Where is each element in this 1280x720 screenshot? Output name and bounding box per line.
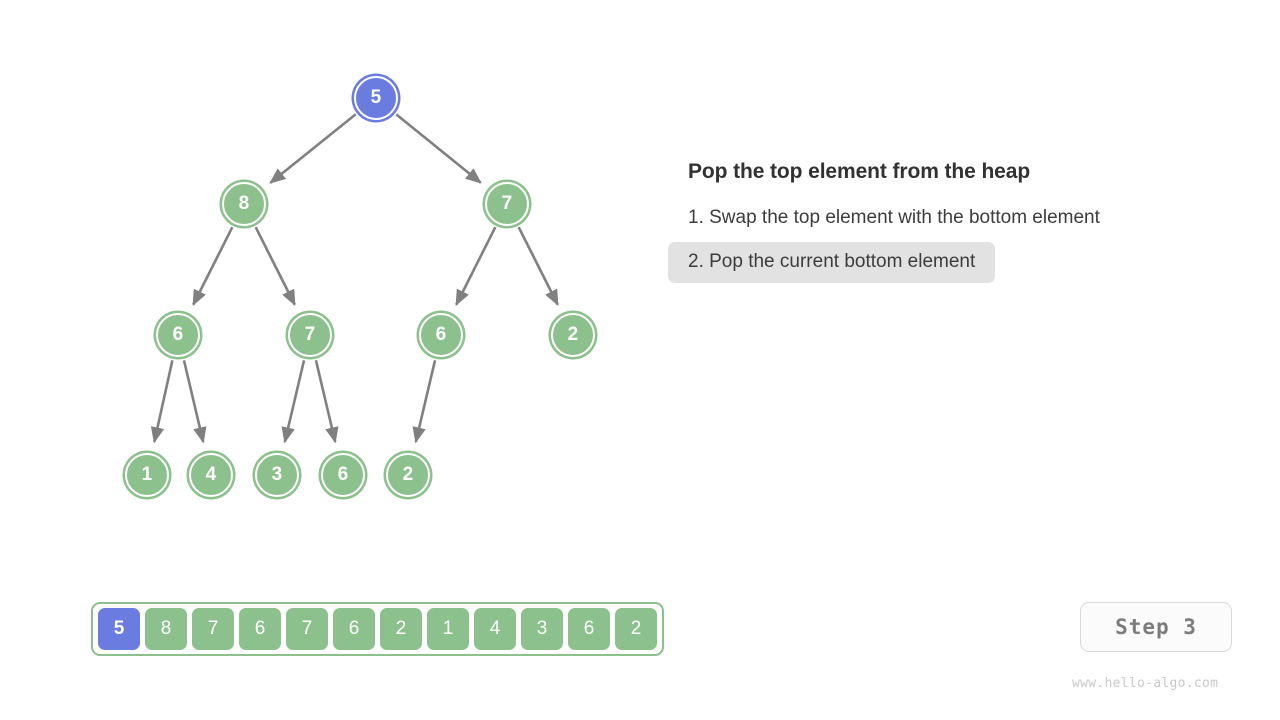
tree-edge [269, 113, 357, 184]
array-cell: 6 [239, 608, 281, 650]
array-cell: 6 [568, 608, 610, 650]
tree-edge [395, 113, 482, 184]
tree-edge [455, 226, 497, 307]
tree-node: 6 [156, 313, 200, 357]
array-cell: 3 [521, 608, 563, 650]
tree-node: 2 [551, 313, 595, 357]
tree-node: 7 [485, 182, 529, 226]
array-cell: 2 [380, 608, 422, 650]
array-cell: 1 [427, 608, 469, 650]
tree-edge [314, 360, 339, 444]
tree-node: 1 [125, 453, 169, 497]
array-cell: 8 [145, 608, 187, 650]
array-cell: 7 [286, 608, 328, 650]
tree-node: 6 [321, 453, 365, 497]
tree-node: 6 [419, 313, 463, 357]
step-list: 1. Swap the top element with the bottom … [668, 198, 1228, 286]
tree-node: 8 [222, 182, 266, 226]
tree-edge [254, 226, 296, 307]
tree-edge [281, 360, 306, 444]
step-item: 1. Swap the top element with the bottom … [688, 207, 1100, 228]
instruction-panel: Pop the top element from the heap 1. Swa… [668, 160, 1228, 286]
step-item-active: 2. Pop the current bottom element [668, 242, 996, 283]
tree-edge-layer [150, 113, 559, 444]
tree-node: 3 [255, 453, 299, 497]
watermark: www.hello-algo.com [1072, 676, 1219, 691]
array-cell: 4 [474, 608, 516, 650]
array-cell: 5 [98, 608, 140, 650]
tree-edges [150, 113, 559, 444]
tree-edge [182, 360, 207, 444]
array-cell: 7 [192, 608, 234, 650]
status-badge: Step 3 [1080, 602, 1232, 652]
array-cell: 2 [615, 608, 657, 650]
tree-node: 7 [288, 313, 332, 357]
tree-edge [412, 360, 437, 444]
tree-node: 2 [386, 453, 430, 497]
page-title: Pop the top element from the heap [688, 160, 1031, 183]
tree-edge [150, 360, 174, 444]
tree-node: 5 [354, 76, 398, 120]
array-cell: 6 [333, 608, 375, 650]
tree-edge [517, 226, 559, 307]
tree-node: 4 [189, 453, 233, 497]
tree-edge [192, 226, 234, 307]
